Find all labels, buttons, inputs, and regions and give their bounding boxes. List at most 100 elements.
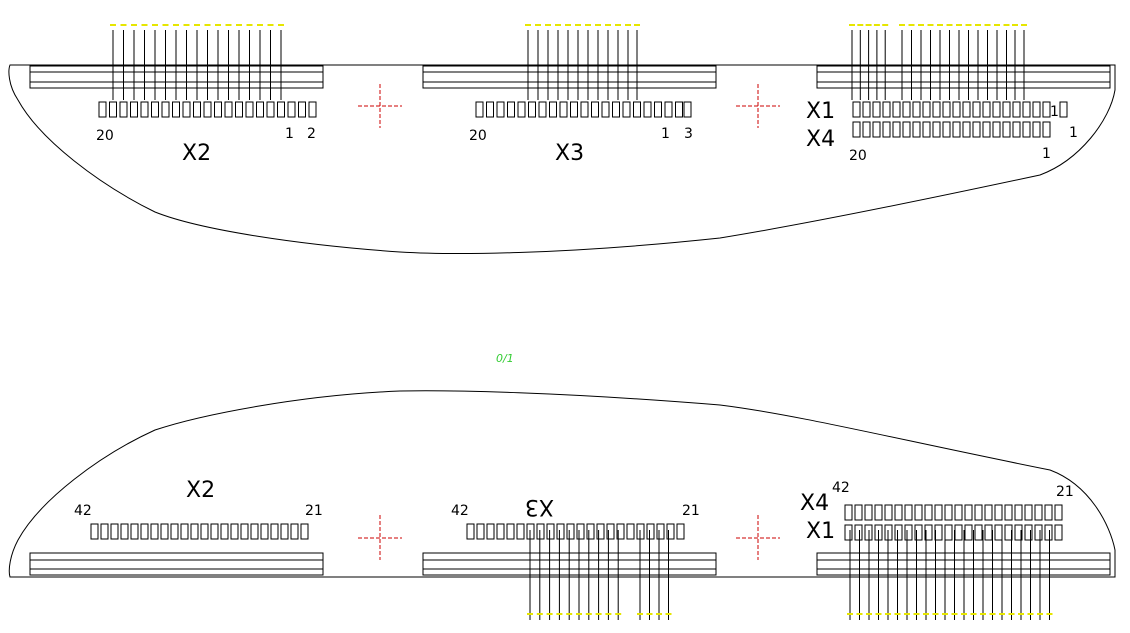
pad — [1012, 101, 1021, 118]
x2-top-name: X2 — [182, 141, 211, 166]
pad — [260, 523, 269, 540]
pad — [160, 523, 169, 540]
pad — [580, 101, 589, 118]
pad — [240, 523, 249, 540]
pad — [546, 523, 555, 540]
pad — [992, 101, 1001, 118]
pad — [98, 101, 107, 118]
pad — [952, 121, 961, 138]
pad — [852, 101, 861, 118]
pad — [606, 523, 615, 540]
pad — [636, 523, 645, 540]
pad — [932, 101, 941, 118]
x4-bottom-pin-first: 42 — [832, 480, 850, 496]
pad — [1034, 524, 1043, 541]
pad — [256, 101, 264, 118]
pad — [912, 121, 921, 138]
pad — [922, 121, 931, 138]
top-center-marks — [358, 84, 780, 128]
pad — [270, 523, 279, 540]
bottom-center-marks — [358, 515, 780, 560]
pad — [844, 524, 853, 541]
pad — [110, 523, 119, 540]
pad — [235, 101, 243, 118]
bottom-pad-rows — [90, 504, 1063, 541]
top-pad-rows — [98, 101, 1068, 138]
pad — [676, 523, 685, 540]
pad — [526, 523, 535, 540]
pad — [1002, 121, 1011, 138]
pad — [230, 523, 239, 540]
pad — [559, 101, 568, 118]
pad — [172, 101, 180, 118]
pad — [277, 101, 285, 118]
pad — [210, 523, 219, 540]
pad — [193, 101, 201, 118]
x2-top-pin-first: 20 — [96, 128, 114, 144]
pad — [884, 504, 893, 521]
x4-top-row2-last: 1 — [1069, 125, 1078, 141]
pad — [120, 523, 129, 540]
pad — [882, 121, 891, 138]
x3-bottom-pin-last: 21 — [682, 503, 700, 519]
pad — [1032, 101, 1041, 118]
top-connector-bodies — [29, 65, 1111, 89]
pad — [119, 101, 128, 118]
pad — [984, 504, 993, 521]
pad — [1022, 101, 1031, 118]
pad — [654, 101, 662, 118]
pad — [586, 523, 595, 540]
pad — [130, 523, 139, 540]
pad — [924, 524, 933, 541]
pad — [934, 524, 943, 541]
pad — [475, 101, 484, 118]
pad — [854, 504, 863, 521]
pad — [982, 101, 991, 118]
pad — [844, 504, 853, 521]
pad — [934, 504, 943, 521]
pad — [566, 523, 575, 540]
top-pin-leads — [112, 30, 1025, 100]
pad — [496, 101, 505, 118]
pad — [486, 101, 494, 118]
pad — [914, 504, 923, 521]
pad — [250, 523, 259, 540]
pad — [528, 101, 536, 118]
pad — [664, 101, 673, 118]
pad — [932, 121, 941, 138]
pad — [517, 101, 526, 118]
pad — [507, 101, 515, 118]
pad — [994, 504, 1003, 521]
pad — [140, 101, 149, 118]
pad — [486, 523, 495, 540]
pad — [1054, 524, 1063, 541]
pad — [675, 101, 683, 118]
pad — [944, 524, 953, 541]
pad — [902, 101, 911, 118]
pad — [616, 523, 625, 540]
pad — [1042, 121, 1051, 138]
pad — [982, 121, 991, 138]
pad — [864, 524, 873, 541]
pad — [1044, 504, 1053, 521]
pad — [506, 523, 515, 540]
pad — [536, 523, 545, 540]
x2-top-pin-last: 1 — [285, 126, 294, 142]
pad — [942, 121, 951, 138]
pad — [308, 101, 317, 118]
bottom-connector-bodies — [29, 552, 1111, 576]
pad — [266, 101, 275, 118]
x1-top-row1-last: 1 — [1050, 104, 1059, 120]
pad — [864, 504, 873, 521]
pad — [904, 524, 913, 541]
pad — [974, 524, 983, 541]
pad — [516, 523, 525, 540]
pad — [549, 101, 557, 118]
pad — [596, 523, 605, 540]
pad — [556, 523, 565, 540]
pad — [872, 121, 881, 138]
pad — [683, 101, 692, 118]
top-board-view: 20 1 2 X2 20 1 3 X3 X1 X4 1 1 20 1 — [8, 24, 1116, 255]
pad — [872, 101, 881, 118]
